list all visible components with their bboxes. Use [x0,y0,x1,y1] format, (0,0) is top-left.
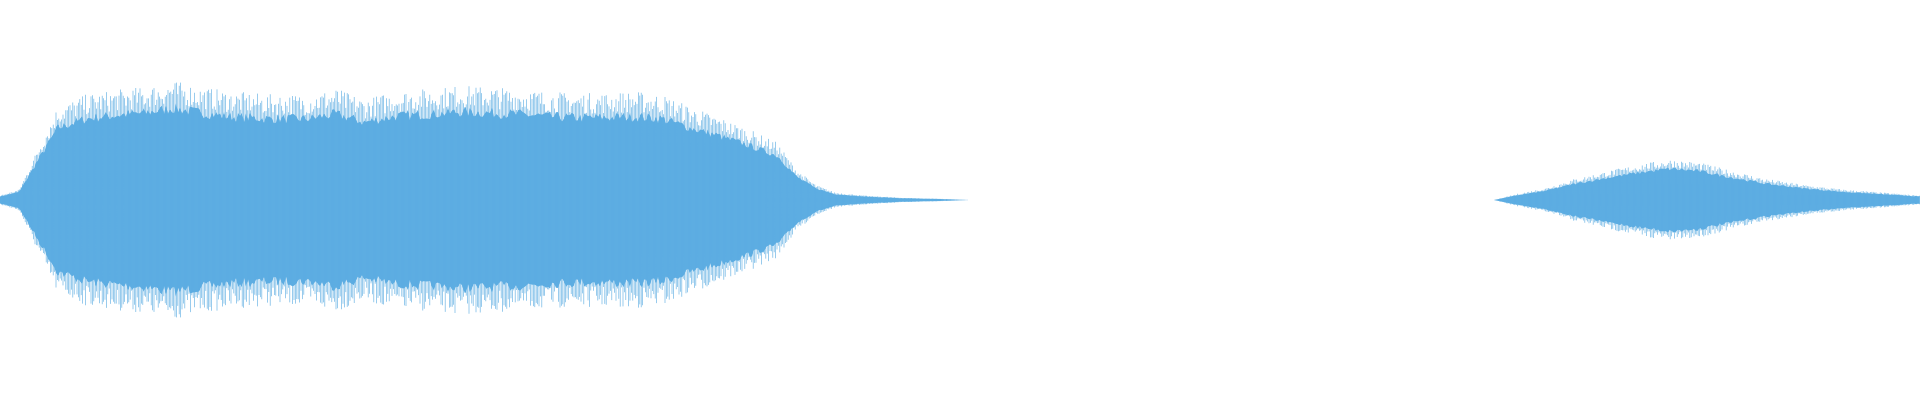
segment-1-body [0,103,968,297]
segment-2 [1493,160,1920,240]
segment-1-spikes [0,82,963,318]
segment-2-spikes [1494,160,1920,240]
segment-1 [0,82,968,318]
